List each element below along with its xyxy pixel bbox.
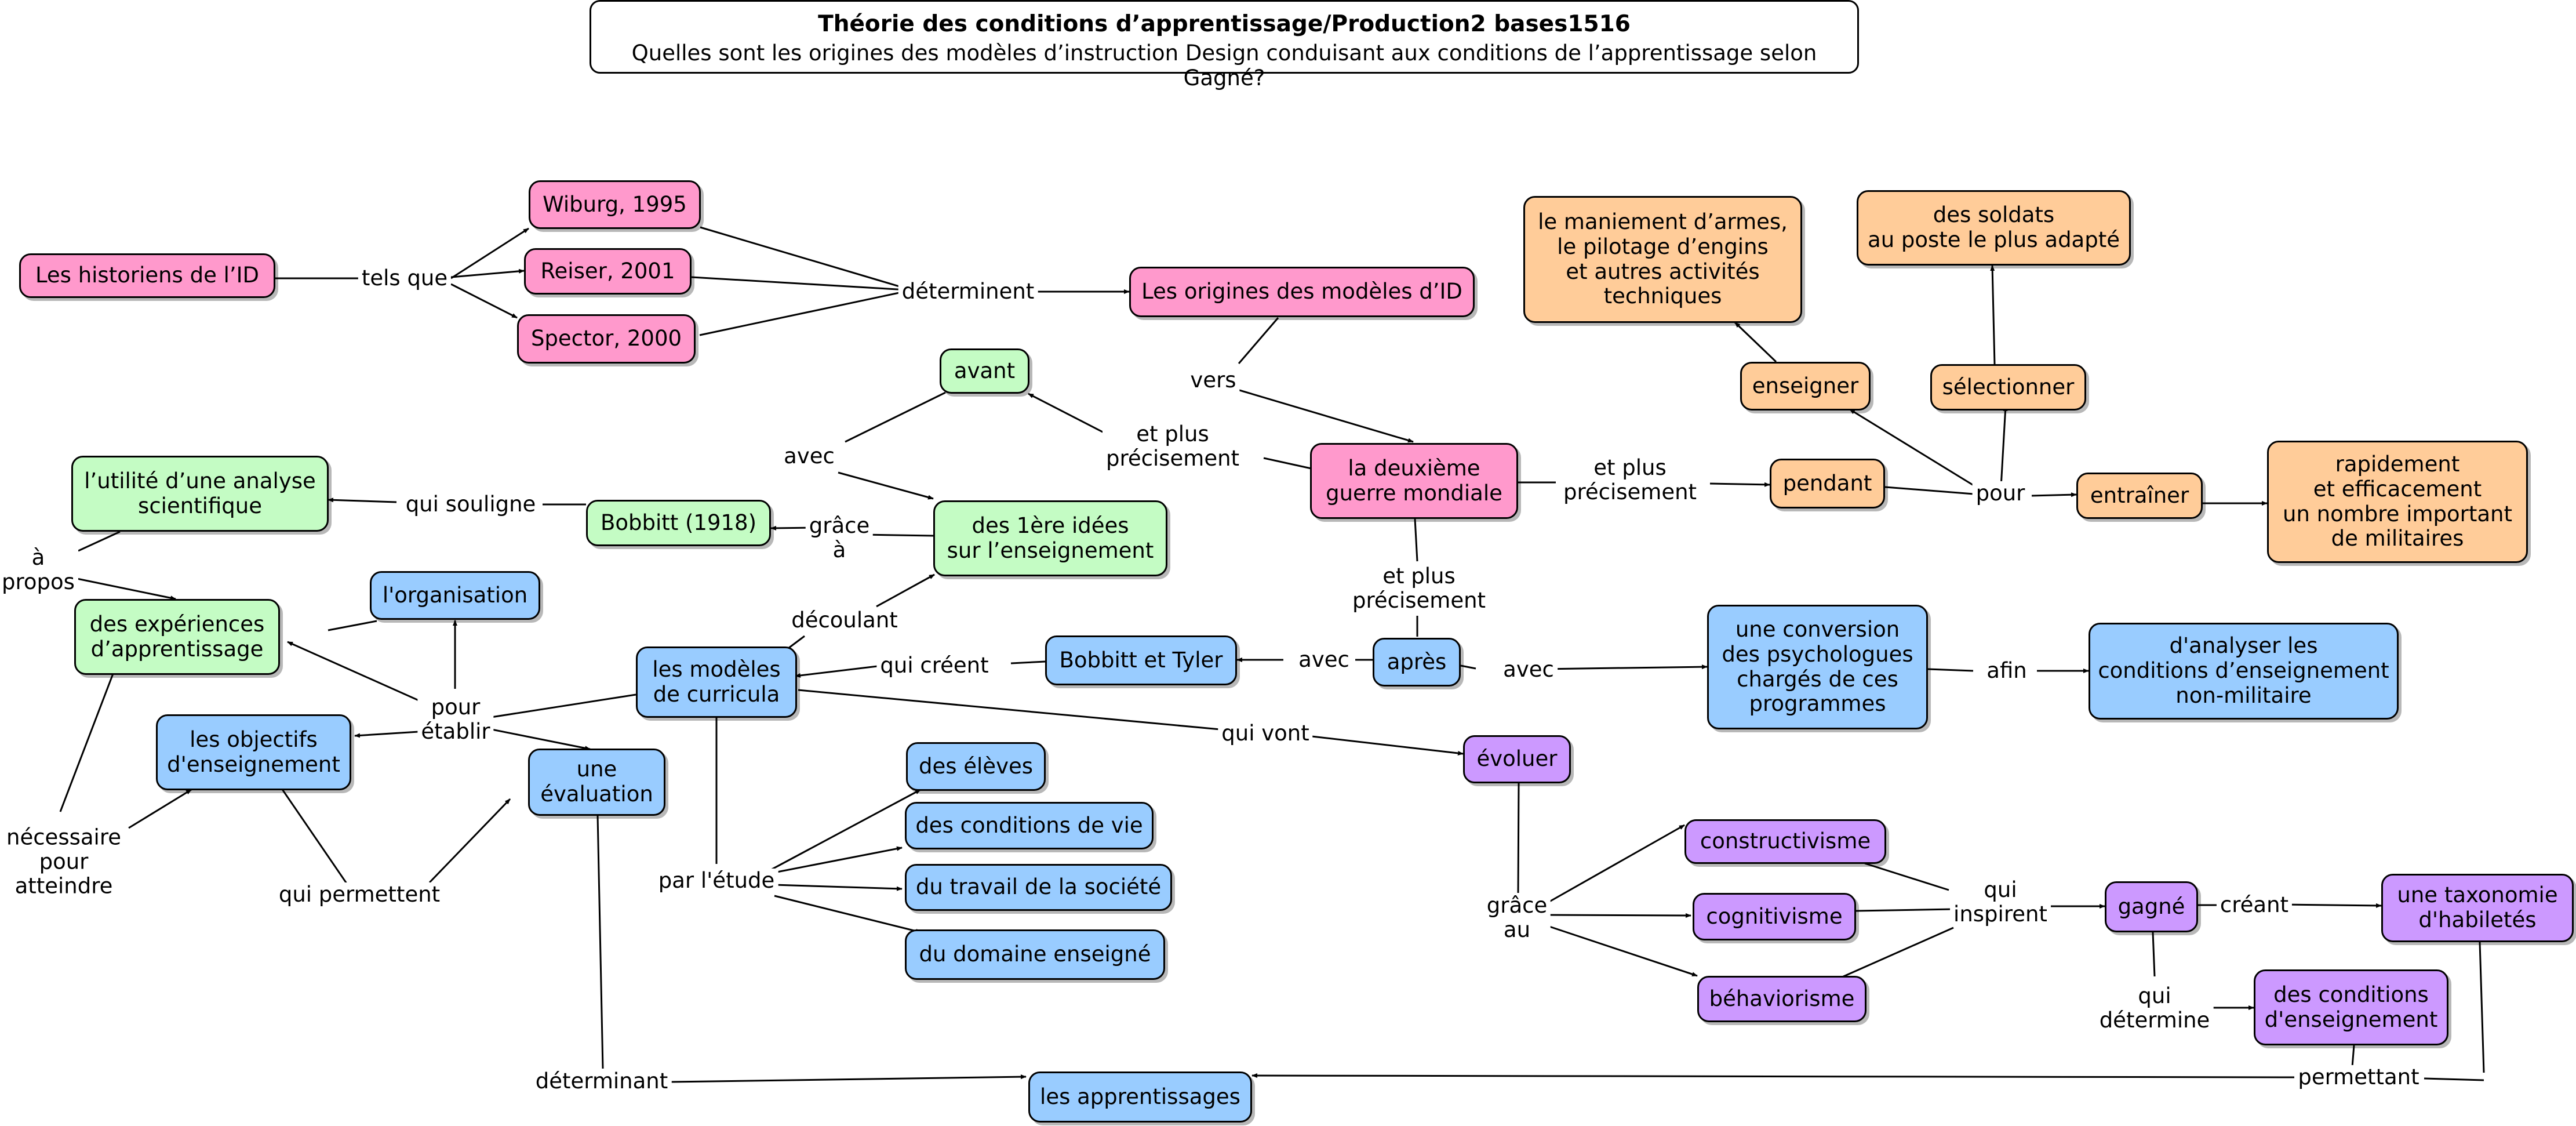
concept-selectionner[interactable]: sélectionner [1930,364,2086,411]
concept-apres[interactable]: après [1373,638,1461,687]
map-header: Théorie des conditions d’apprentissage/P… [590,0,1859,90]
link-qui-inspirent: qui inspirent [1950,877,2051,927]
link-qui-determine: qui détermine [2095,983,2214,1033]
link-tels-que: tels que [358,266,452,291]
concept-domaine[interactable]: du domaine enseigné [905,929,1165,980]
concept-taxonomie[interactable]: une taxonomie d'habiletés [2381,874,2574,942]
concept-spector[interactable]: Spector, 2000 [517,314,696,364]
concept-avant[interactable]: avant [940,348,1029,394]
link-afin: afin [1983,658,2031,684]
link-et-plus-precisement-avant: et plus précisement [1102,422,1243,471]
concept-wiburg[interactable]: Wiburg, 1995 [529,180,701,229]
link-determinant: déterminant [532,1069,672,1094]
concept-bobbitt-tyler[interactable]: Bobbitt et Tyler [1045,635,1237,685]
concept-bobbitt-1918[interactable]: Bobbitt (1918) [586,500,771,546]
concept-constructivisme[interactable]: constructivisme [1684,819,1886,864]
link-avec-conversion: avec [1500,657,1558,682]
concept-behaviorisme[interactable]: béhaviorisme [1697,976,1866,1022]
link-qui-permettent: qui permettent [275,882,444,907]
link-pour-etablir: pour établir [417,695,494,744]
concept-experiences[interactable]: des expériences d’apprentissage [74,599,280,675]
concept-enseigner[interactable]: enseigner [1740,362,1871,411]
concept-analyser[interactable]: d'analyser les conditions d’enseignement… [2089,623,2399,720]
concept-cognitivisme[interactable]: cognitivisme [1693,893,1856,940]
link-avec-idees: avec [780,444,838,469]
link-permettant: permettant [2294,1065,2423,1090]
map-title: Théorie des conditions d’apprentissage/P… [818,11,1631,37]
concept-apprentissages[interactable]: les apprentissages [1028,1071,1252,1123]
concept-conditions-enseignement[interactable]: des conditions d'enseignement [2254,969,2448,1045]
link-et-plus-precisement-apres: et plus précisement [1348,564,1490,613]
link-grace-a: grâce à [805,513,874,563]
link-qui-creent: qui créent [876,653,992,678]
concept-conversion[interactable]: une conversion des psychologues chargés … [1707,605,1928,729]
concept-historiens[interactable]: Les historiens de l’ID [19,253,275,298]
concept-rapidement[interactable]: rapidement et efficacement un nombre imp… [2267,441,2528,563]
concept-deuxieme-guerre[interactable]: la deuxième guerre mondiale [1310,443,1518,519]
link-a-propos: à propos [0,545,78,595]
link-par-l-etude: par l'étude [654,868,778,893]
link-avec-bobbitt-tyler: avec [1295,647,1353,673]
concept-entrainer[interactable]: entraîner [2076,473,2203,519]
link-et-plus-precisement-pendant: et plus précisement [1559,455,1701,505]
link-vers: vers [1187,368,1240,393]
link-qui-vont: qui vont [1218,721,1313,746]
concept-eleves[interactable]: des élèves [906,742,1046,791]
link-determinent: déterminent [898,279,1038,304]
concept-organisation[interactable]: l'organisation [370,571,540,620]
concept-soldats[interactable]: des soldats au poste le plus adapté [1857,190,2131,266]
concept-reiser[interactable]: Reiser, 2001 [524,248,692,295]
link-necessaire-pour-atteindre: nécessaire pour atteindre [3,825,125,899]
concept-conditions-vie[interactable]: des conditions de vie [905,802,1154,849]
concept-travail-societe[interactable]: du travail de la société [905,864,1172,911]
concept-objectifs[interactable]: les objectifs d'enseignement [156,714,351,790]
concept-evoluer[interactable]: évoluer [1463,735,1571,783]
focus-question: Quelles sont les origines des modèles d’… [631,41,1817,90]
concept-pendant[interactable]: pendant [1770,459,1885,508]
concept-premieres-idees[interactable]: des 1ère idées sur l’enseignement [933,500,1167,576]
concept-gagne[interactable]: gagné [2105,881,2198,932]
link-qui-souligne: qui souligne [402,492,540,517]
concept-modeles-curricula[interactable]: les modèles de curricula [636,646,797,718]
link-grace-au: grâce au [1483,893,1551,943]
concept-utilite[interactable]: l’utilité d’une analyse scientifique [71,456,329,532]
link-decoulant: découlant [788,608,901,633]
link-creant: créant [2216,892,2293,918]
link-pour: pour [1972,481,2029,506]
concept-origines[interactable]: Les origines des modèles d’ID [1129,267,1475,317]
concept-evaluation[interactable]: une évaluation [528,749,665,816]
concept-maniement[interactable]: le maniement d’armes, le pilotage d’engi… [1523,196,1802,323]
